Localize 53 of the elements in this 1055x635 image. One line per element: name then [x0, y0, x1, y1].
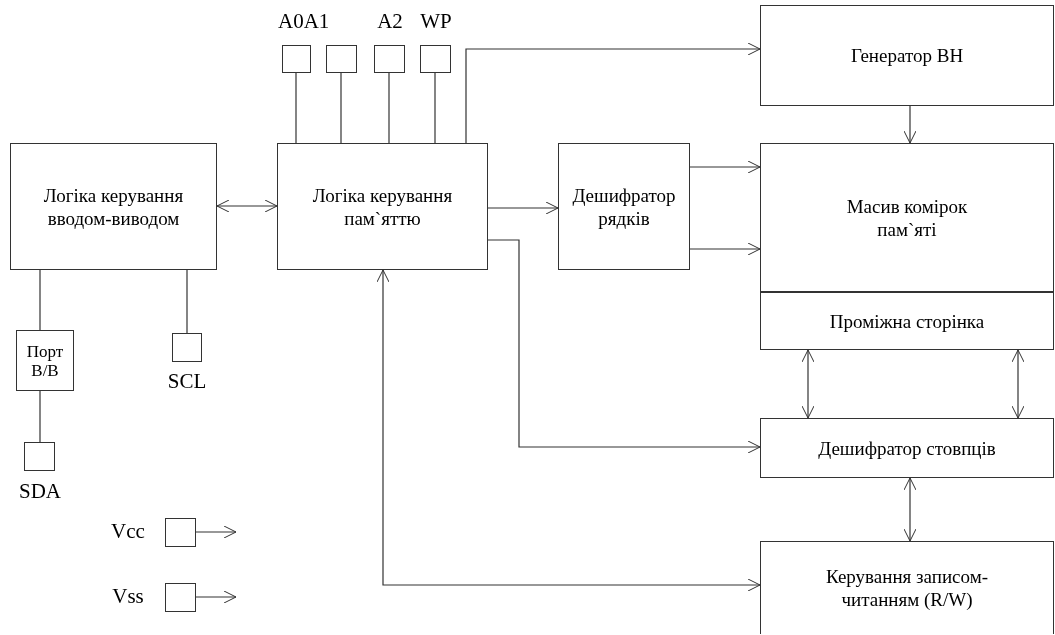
arrow — [801, 349, 815, 419]
arrow — [195, 525, 237, 539]
pin-box — [326, 45, 357, 73]
arrow — [216, 199, 278, 213]
connector-line — [340, 72, 342, 144]
arrow — [195, 590, 237, 604]
pin-label: WP — [419, 8, 453, 34]
connector-line — [39, 269, 41, 331]
pin-box — [165, 518, 196, 547]
connector-line — [434, 72, 436, 144]
block-text: Порт В/В — [25, 341, 65, 380]
block-box — [760, 541, 1054, 634]
block-text: Дешифратор рядків — [571, 183, 677, 230]
arrow — [465, 42, 761, 144]
pin-box — [24, 442, 55, 471]
port-box — [16, 330, 74, 391]
arrow — [689, 242, 761, 256]
block-box — [277, 143, 488, 270]
block-box — [760, 292, 1054, 350]
block-text: Дешифратор стовпців — [818, 436, 996, 460]
block-text: Масив комірок пам`яті — [846, 194, 968, 241]
block-box — [10, 143, 217, 270]
pin-label: A0A1 — [278, 8, 331, 34]
pin-label: SDA — [18, 478, 62, 504]
block-text: Логіка керування вводом-виводом — [42, 183, 185, 230]
arrow — [903, 477, 917, 542]
arrow — [1011, 349, 1025, 419]
pin-box — [374, 45, 405, 73]
pin-box — [420, 45, 451, 73]
arrow — [487, 201, 559, 215]
block-text: Керування записом-читанням (R/W) — [824, 565, 990, 611]
block-text: Логіка керування пам`яттю — [311, 183, 454, 230]
pin-box — [282, 45, 311, 73]
arrow — [903, 105, 917, 144]
arrow — [487, 239, 761, 454]
arrow — [689, 160, 761, 174]
pin-box — [172, 333, 202, 362]
connector-line — [39, 390, 41, 443]
block-box — [558, 143, 690, 270]
block-box — [760, 5, 1054, 106]
connector-line — [388, 72, 390, 144]
block-box — [760, 418, 1054, 478]
arrow — [376, 269, 761, 592]
pin-label: SCL — [166, 368, 208, 394]
connector-line — [186, 269, 188, 334]
pin-label: A2 — [376, 8, 404, 34]
connector-line — [295, 72, 297, 144]
block-text: Генератор ВН — [850, 44, 964, 67]
pin-label: Vss — [111, 583, 145, 609]
block-text: Проміжна сторінка — [829, 309, 985, 333]
pin-label: Vcc — [110, 518, 146, 544]
block-box — [760, 143, 1054, 292]
pin-box — [165, 583, 196, 612]
